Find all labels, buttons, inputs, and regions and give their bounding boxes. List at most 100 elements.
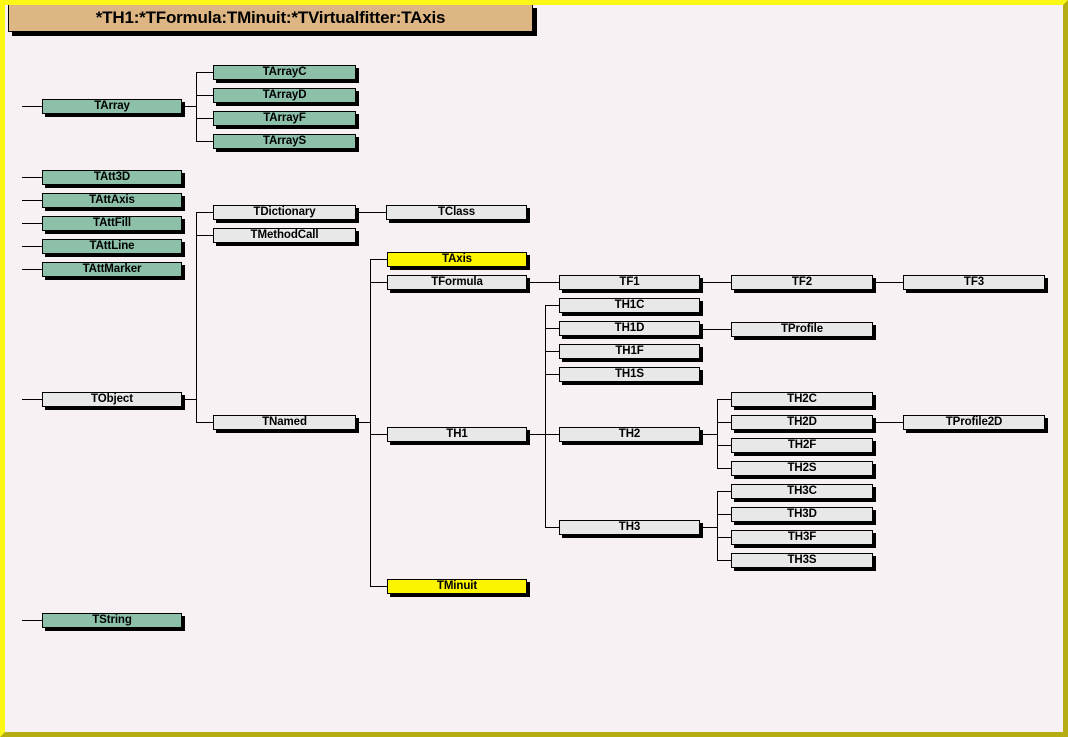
class-node-tmethodcall[interactable]: TMethodCall [213,228,356,243]
class-node-label: TMinuit [436,580,478,592]
connector-th3f [717,537,731,538]
class-node-th3c[interactable]: TH3C [731,484,873,499]
class-node-tobject[interactable]: TObject [42,392,182,407]
class-node-tstring[interactable]: TString [42,613,182,628]
class-node-label: TH3F [787,531,817,543]
connector-th3-bus [717,491,718,561]
class-node-tdictionary[interactable]: TDictionary [213,205,356,220]
class-node-label: TH1D [614,322,645,334]
class-node-th2d[interactable]: TH2D [731,415,873,430]
class-node-th1f[interactable]: TH1F [559,344,700,359]
connector-tminuit [370,586,387,587]
connector-tarrayc [196,72,213,73]
connector-tf1 [527,282,559,283]
connector-tarrayf [196,118,213,119]
connector-tattfill-stub [22,223,42,224]
class-node-label: TH3D [787,508,817,520]
connector-tattline-stub [22,246,42,247]
class-node-label: TProfile [780,323,823,335]
connector-tattaxis-stub [22,200,42,201]
class-node-tattline[interactable]: TAttLine [42,239,182,254]
class-node-th1s[interactable]: TH1S [559,367,700,382]
class-node-tarray[interactable]: TArray [42,99,182,114]
class-node-th1d[interactable]: TH1D [559,321,700,336]
connector-tobject-bus [196,212,197,422]
class-node-label: TH2S [787,462,817,474]
connector-th1s [545,374,559,375]
class-node-tf3[interactable]: TF3 [903,275,1045,290]
connector-tnamed-bus [370,259,371,586]
class-node-label: TArrayS [262,135,307,147]
connector-tf3 [873,282,903,283]
class-node-label: TH2 [618,428,641,440]
class-node-tminuit[interactable]: TMinuit [387,579,527,594]
class-node-tattfill[interactable]: TAttFill [42,216,182,231]
connector-tstring-stub [22,620,42,621]
class-node-tarrays[interactable]: TArrayS [213,134,356,149]
connector-th2f [717,445,731,446]
diagram-title-bar: *TH1:*TFormula:TMinuit:*TVirtualfitter:T… [8,5,533,32]
class-node-tarrayf[interactable]: TArrayF [213,111,356,126]
class-node-label: TProfile2D [945,416,1003,428]
connector-tnamed-out [356,422,370,423]
class-node-tformula[interactable]: TFormula [387,275,527,290]
connector-th2 [545,434,559,435]
connector-th1c [545,305,559,306]
connector-tatt3d-stub [22,177,42,178]
class-node-tprofile[interactable]: TProfile [731,322,873,337]
class-node-label: TH1F [615,345,644,357]
class-node-taxis[interactable]: TAxis [387,252,527,267]
class-node-th2s[interactable]: TH2S [731,461,873,476]
connector-tarray-bus [196,72,197,141]
class-node-tf1[interactable]: TF1 [559,275,700,290]
connector-tobject-out [182,399,196,400]
class-node-label: TFormula [431,276,483,288]
class-node-label: TAttAxis [89,194,135,206]
class-node-tarrayc[interactable]: TArrayC [213,65,356,80]
class-node-th2[interactable]: TH2 [559,427,700,442]
class-node-label: TArrayC [262,66,307,78]
class-node-label: TArrayF [263,112,306,124]
class-node-label: TArrayD [262,89,307,101]
class-node-tprofile2d[interactable]: TProfile2D [903,415,1045,430]
class-node-label: TDictionary [253,206,316,218]
class-node-label: TArray [94,100,130,112]
class-node-label: TH3C [787,485,817,497]
class-node-tattaxis[interactable]: TAttAxis [42,193,182,208]
connector-tarray-out [182,106,196,107]
class-node-tclass[interactable]: TClass [386,205,527,220]
class-node-label: TClass [437,206,476,218]
class-node-th2f[interactable]: TH2F [731,438,873,453]
class-node-th1c[interactable]: TH1C [559,298,700,313]
connector-th2s [717,468,731,469]
class-node-label: TH3S [787,554,817,566]
class-node-label: TH2F [787,439,817,451]
class-node-tattmarker[interactable]: TAttMarker [42,262,182,277]
class-node-label: TObject [91,393,133,405]
connector-th3c [717,491,731,492]
connector-th3s [717,560,731,561]
class-node-tf2[interactable]: TF2 [731,275,873,290]
connector-th3d [717,514,731,515]
connector-th1f [545,351,559,352]
class-node-th3f[interactable]: TH3F [731,530,873,545]
class-node-tarrayd[interactable]: TArrayD [213,88,356,103]
class-node-th1[interactable]: TH1 [387,427,527,442]
connector-tprofile2d [873,422,903,423]
class-node-th2c[interactable]: TH2C [731,392,873,407]
class-node-th3d[interactable]: TH3D [731,507,873,522]
class-node-tatt3d[interactable]: TAtt3D [42,170,182,185]
class-node-label: TAtt3D [93,171,131,183]
class-node-th3[interactable]: TH3 [559,520,700,535]
connector-th3 [545,527,559,528]
connector-th2-bus [717,399,718,469]
connector-tf2 [700,282,731,283]
class-node-label: TF2 [791,276,813,288]
connector-tdictionary [196,212,213,213]
class-node-tnamed[interactable]: TNamed [213,415,356,430]
class-node-label: TH3 [618,521,641,533]
class-node-label: TAttLine [89,240,135,252]
connector-th2c [717,399,731,400]
class-node-th3s[interactable]: TH3S [731,553,873,568]
connector-taxis [370,259,387,260]
